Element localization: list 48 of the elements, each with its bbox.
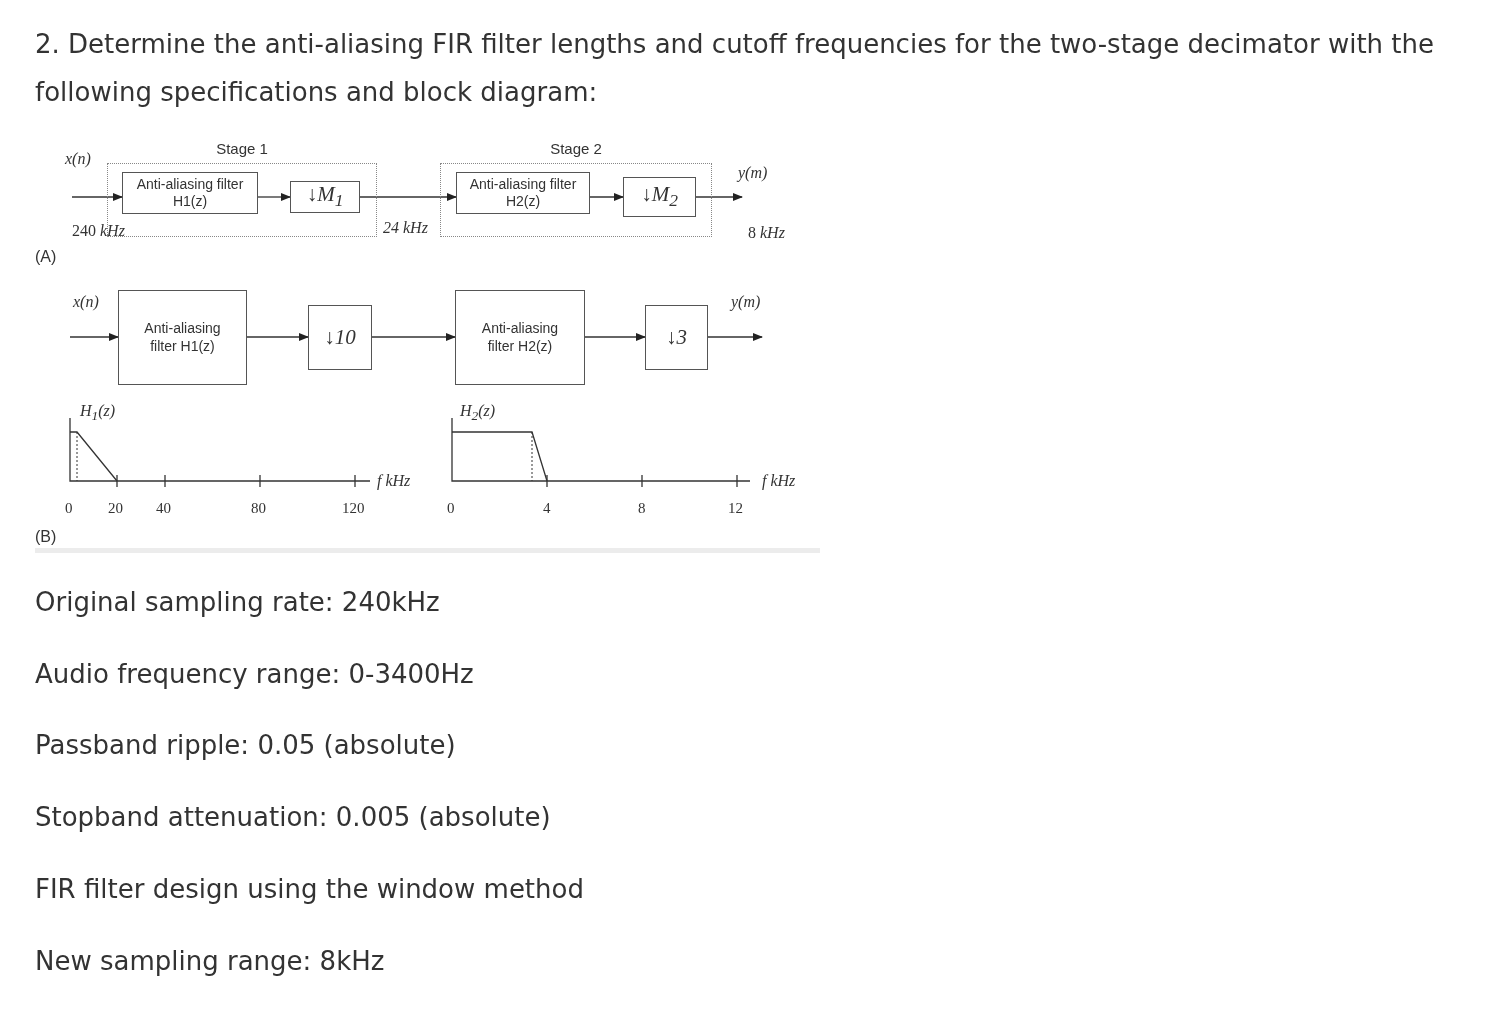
tick-label: 12 — [728, 500, 743, 517]
arrow — [371, 333, 456, 341]
signal-label: x(n) — [72, 293, 100, 311]
arrow — [71, 193, 123, 201]
stage-heading: Stage 1 — [215, 140, 269, 157]
spec-text: Stopband attenuation: 0.005 (absolute) — [35, 802, 551, 832]
arrow — [69, 333, 119, 341]
downsampler-box: ↓10 — [308, 305, 372, 370]
rate-label: 8 kHz — [748, 224, 785, 242]
signal-label: y(m) — [730, 293, 762, 311]
tick-label: 20 — [108, 500, 123, 517]
filter-box: Anti-aliasing filter H1(z) — [122, 172, 258, 214]
tick-label: 0 — [447, 500, 455, 517]
axis-label: f kHz — [377, 472, 411, 490]
rate-label: 240 kHz — [72, 222, 125, 240]
arrow — [589, 193, 624, 201]
spec-text: FIR filter design using the window method — [35, 874, 584, 904]
signal-label: y(m) — [737, 164, 769, 182]
tick-label: 80 — [251, 500, 266, 517]
arrow — [359, 193, 457, 201]
tick-label: 120 — [342, 500, 365, 517]
panel-label: (B) — [35, 528, 57, 546]
axis-label: H$_{1}$(z) — [80, 402, 116, 425]
arrow — [246, 333, 309, 341]
tick-label: 8 — [638, 500, 646, 517]
axis-label: H$_{2}$(z) — [460, 402, 496, 425]
signal-label: x(n) — [64, 150, 92, 168]
arrow — [257, 193, 291, 201]
arrow — [695, 193, 743, 201]
downsampler-box: ↓M$_{1}$ — [290, 181, 360, 213]
axis-label: f kHz — [762, 472, 796, 490]
question-text: 2. Determine the anti-aliasing FIR filter lengths and cutoff frequencies for the two-stage decimator with the following specifications and block diagram: — [35, 28, 1435, 109]
spec-text: New sampling range: 8kHz — [35, 946, 385, 976]
filter-box: Anti-aliasing filter H2(z) — [455, 290, 585, 385]
spec-text: Passband ripple: 0.05 (absolute) — [35, 730, 456, 760]
spec-text: Original sampling rate: 240kHz — [35, 587, 440, 617]
filter-box: Anti-aliasing filter H2(z) — [456, 172, 590, 214]
downsampler-box: ↓M$_{2}$ — [623, 177, 696, 217]
tick-label: 40 — [156, 500, 171, 517]
tick-label: 0 — [65, 500, 73, 517]
tick-label: 4 — [543, 500, 551, 517]
filter-box: Anti-aliasing filter H1(z) — [118, 290, 247, 385]
arrow — [584, 333, 646, 341]
panel-label: (A) — [35, 248, 57, 266]
spec-text: Audio frequency range: 0-3400Hz — [35, 659, 474, 689]
downsampler-box: ↓3 — [645, 305, 708, 370]
stage-heading: Stage 2 — [549, 140, 603, 157]
arrow — [707, 333, 763, 341]
